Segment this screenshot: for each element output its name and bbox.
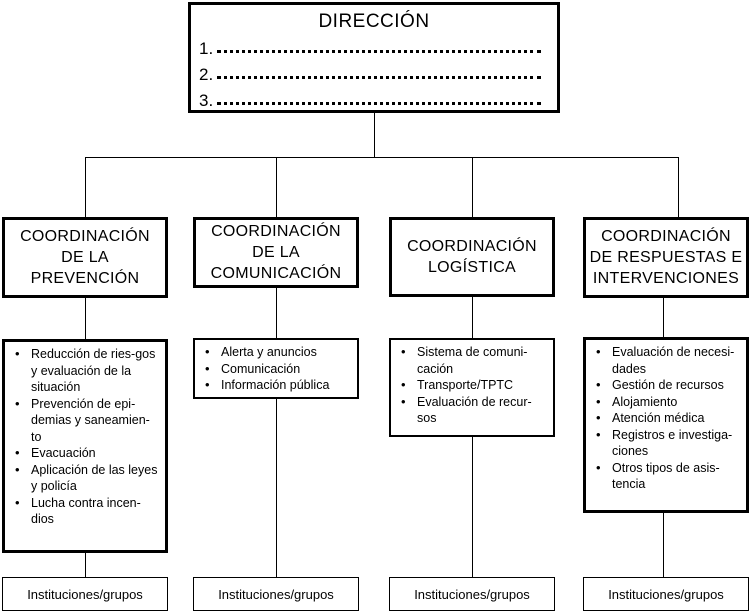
connector-col4-top [678, 157, 679, 217]
tasks-logistica-box: Sistema de comuni-cación Transporte/TPTC… [389, 338, 555, 437]
list-item: Sistema de comuni-cación [399, 344, 547, 377]
dotted-leader [217, 50, 541, 53]
list-item: Reducción de ries-gos y evaluación de la… [13, 346, 159, 396]
coord-prevencion-box: COORDINACIÓN DE LA PREVENCIÓN [2, 217, 168, 298]
list-item: Evacuación [13, 445, 159, 462]
tasks-respuestas-box: Evaluación de necesi-dades Gestión de re… [583, 337, 749, 513]
direccion-row-number: 3. [199, 91, 214, 110]
list-item: Lucha contra incen-dios [13, 495, 159, 528]
list-item: Otros tipos de asis-tencia [594, 460, 740, 493]
connector-col2-bottom [276, 399, 277, 577]
connector-col3-bottom [472, 437, 473, 577]
connector-horizontal [85, 157, 678, 158]
coord-heading-line: COORDINACIÓN [407, 238, 537, 255]
connector-col1-mid [85, 298, 86, 339]
list-item: Registros e investiga-ciones [594, 427, 740, 460]
coord-heading-line: PREVENCIÓN [30, 270, 140, 287]
connector-col2-mid [276, 288, 277, 338]
direccion-row-3: 3. [199, 85, 545, 111]
connector-col4-mid [663, 298, 664, 337]
coord-heading-line: LOGÍSTICA [427, 259, 517, 276]
list-item: Información pública [203, 377, 351, 394]
instituciones-box-4: Instituciones/grupos [583, 577, 749, 611]
direccion-row-number: 1. [199, 39, 214, 58]
list-item: Evaluación de necesi-dades [594, 344, 740, 377]
list-item: Prevención de epi-demias y saneamien-to [13, 396, 159, 446]
dotted-leader [217, 102, 541, 105]
direccion-row-1: 1. [199, 33, 545, 59]
instituciones-box-2: Instituciones/grupos [193, 577, 359, 611]
connector-col3-mid [472, 297, 473, 338]
task-list: Alerta y anuncios Comunicación Informaci… [203, 344, 351, 394]
list-item: Atención médica [594, 410, 740, 427]
connector-col1-bottom [85, 553, 86, 578]
dotted-leader [217, 76, 541, 79]
list-item: Gestión de recursos [594, 377, 740, 394]
direccion-row-number: 2. [199, 65, 214, 84]
direccion-title: DIRECCIÓN [318, 11, 430, 32]
coord-heading-line: COORDINACIÓN [601, 228, 731, 245]
connector-col4-bottom [663, 513, 664, 577]
list-item: Comunicación [203, 361, 351, 378]
coord-heading-line: COORDINACIÓN [20, 228, 150, 245]
list-item: Alerta y anuncios [203, 344, 351, 361]
list-item: Transporte/TPTC [399, 377, 547, 394]
list-item: Aplicación de las leyes y policía [13, 462, 159, 495]
coord-heading-line: DE LA [61, 249, 109, 266]
direccion-box: DIRECCIÓN 1. 2. 3. [188, 2, 560, 113]
list-item: Alojamiento [594, 394, 740, 411]
task-list: Sistema de comuni-cación Transporte/TPTC… [399, 344, 547, 427]
coord-heading-line: COMUNICACIÓN [210, 265, 342, 282]
tasks-comunicacion-box: Alerta y anuncios Comunicación Informaci… [193, 338, 359, 399]
instituciones-box-3: Instituciones/grupos [389, 577, 555, 611]
connector-col3-top [472, 157, 473, 217]
connector-direccion-down [374, 113, 375, 157]
direccion-row-2: 2. [199, 59, 545, 85]
coord-respuestas-box: COORDINACIÓN DE RESPUESTAS E INTERVENCIO… [583, 217, 749, 298]
coord-comunicacion-box: COORDINACIÓN DE LA COMUNICACIÓN [193, 217, 359, 288]
coord-heading-line: DE LA [252, 244, 300, 261]
coord-logistica-box: COORDINACIÓN LOGÍSTICA [389, 217, 555, 297]
connector-col2-top [276, 157, 277, 217]
coord-heading-line: COORDINACIÓN [211, 223, 341, 240]
task-list: Reducción de ries-gos y evaluación de la… [13, 346, 159, 528]
coord-heading-line: DE RESPUESTAS E [589, 249, 743, 266]
list-item: Evaluación de recur-sos [399, 394, 547, 427]
connector-col1-top [85, 157, 86, 217]
task-list: Evaluación de necesi-dades Gestión de re… [594, 344, 740, 493]
instituciones-box-1: Instituciones/grupos [2, 577, 168, 611]
tasks-prevencion-box: Reducción de ries-gos y evaluación de la… [2, 339, 168, 553]
coord-heading-line: INTERVENCIONES [592, 270, 740, 287]
